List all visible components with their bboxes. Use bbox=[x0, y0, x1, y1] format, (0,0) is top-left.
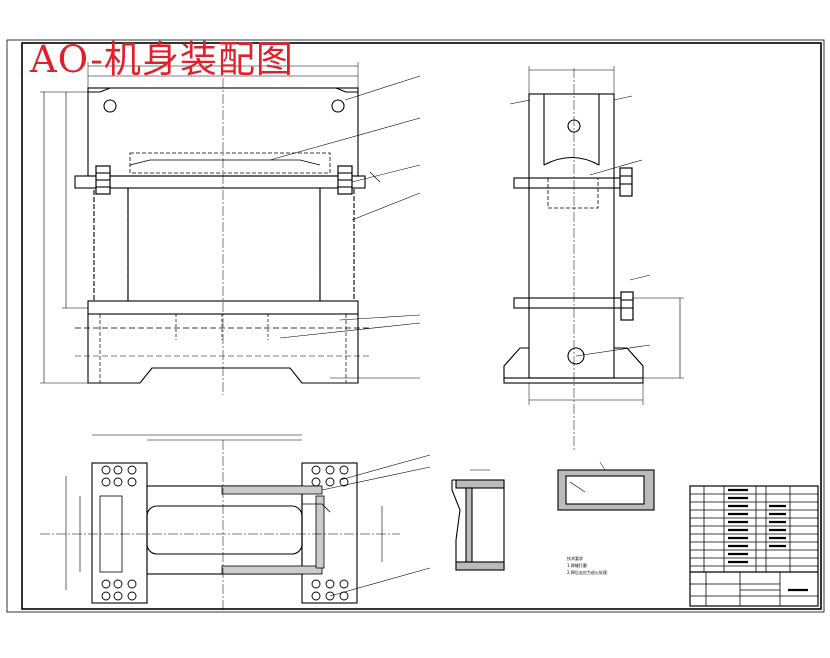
side-base-hole bbox=[567, 347, 585, 365]
inner-border bbox=[21, 42, 822, 610]
top-slot bbox=[146, 505, 303, 555]
section-view-b bbox=[557, 461, 655, 511]
side-upper-crossbar bbox=[513, 177, 630, 189]
tech-requirement-1: 1.焊缝打磨 bbox=[567, 562, 587, 568]
right-column bbox=[319, 187, 355, 302]
drawing-title: AO-机身装配图 bbox=[30, 38, 294, 81]
bolt-hole-left bbox=[103, 99, 117, 113]
base bbox=[87, 314, 359, 384]
title-block bbox=[689, 485, 819, 607]
top-middle-body bbox=[146, 485, 303, 575]
left-column bbox=[93, 187, 129, 302]
section-view-a bbox=[451, 469, 505, 571]
outer-border bbox=[6, 39, 825, 613]
side-lower-crossbar bbox=[513, 297, 630, 309]
upper-crossbar bbox=[74, 175, 366, 189]
front-view bbox=[40, 62, 421, 395]
tech-requirements-heading: 技术要求 bbox=[567, 555, 583, 561]
tech-requirement-2: 2.焊后去应力退火处理 bbox=[567, 569, 607, 575]
side-column-body bbox=[528, 93, 615, 379]
bolt-hole-right bbox=[331, 99, 345, 113]
top-view bbox=[40, 434, 431, 612]
side-view bbox=[503, 66, 684, 450]
technical-requirements: 技术要求 1.焊缝打磨 2.焊后去应力退火处理 bbox=[567, 555, 607, 575]
